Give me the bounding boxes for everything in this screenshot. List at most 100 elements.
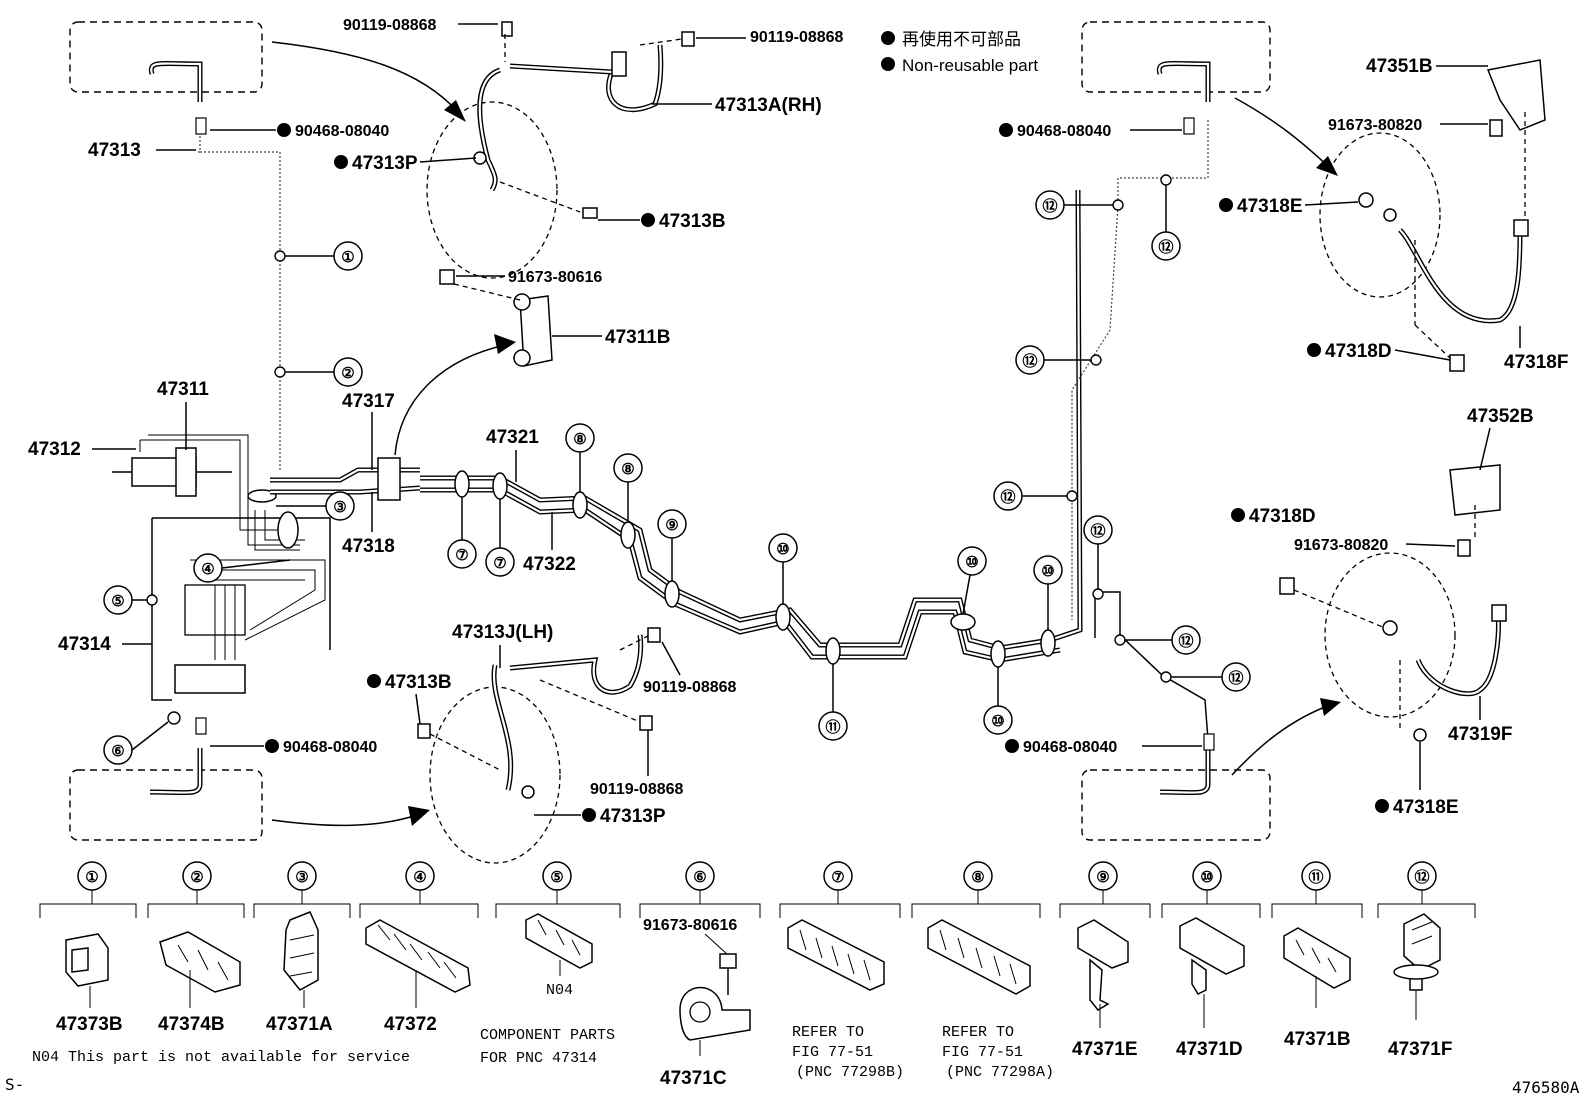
catalog-5-code: N04	[546, 982, 573, 999]
catalog-6-part: 47371C	[660, 1068, 727, 1089]
legend-dot-jp	[881, 31, 895, 45]
flow-arrows	[271, 41, 1341, 827]
label-47313j: 47313J(LH)	[452, 622, 553, 643]
wheel-box-front-left	[69, 21, 263, 102]
label-47314: 47314	[58, 634, 111, 655]
label-90468-c: 90468-08040	[1017, 123, 1111, 140]
catalog-8-number: ⑧	[971, 869, 984, 886]
label-47318e-b: 47318E	[1393, 797, 1459, 818]
clamp-12a-callout: ⑫	[1042, 197, 1057, 215]
catalog-8-ref-3: (PNC 77298A)	[946, 1064, 1054, 1081]
catalog-3-part: 47371A	[266, 1014, 333, 1035]
legend-en: Non-reusable part	[902, 56, 1038, 75]
catalog-6-number: ⑥	[693, 869, 706, 886]
clamp-10a-callout: ⑩	[776, 541, 789, 558]
label-47313: 47313	[88, 140, 141, 161]
catalog-7-ref-2: FIG 77-51	[792, 1044, 873, 1061]
clamp-7b-callout: ⑦	[493, 555, 506, 572]
catalog-5: ⑤ N04 COMPONENT PARTS FOR PNC 47314	[480, 861, 615, 1067]
clamp-10c-callout: ⑩	[991, 713, 1004, 730]
catalog-4: ④ 47372	[365, 861, 471, 1035]
catalog-9: ⑨ 47371E	[1072, 861, 1138, 1060]
footnote: N04 This part is not available for servi…	[32, 1049, 410, 1066]
left-brake-line	[151, 117, 331, 735]
label-91673-80820-a: 91673-80820	[1328, 117, 1422, 134]
clamp-callouts: ① ② ③ ④ ⑤ ⑥ ⑦ ⑦ ⑧ ⑧	[103, 174, 1251, 765]
rear-hose-lh	[417, 627, 661, 799]
clamp-3-callout: ③	[333, 499, 346, 516]
clamp-7a-callout: ⑦	[455, 547, 468, 564]
clamp-8b-callout: ⑧	[621, 461, 634, 478]
clamp-6-callout: ⑥	[111, 743, 124, 760]
label-47313p-a: 47313P	[352, 153, 418, 174]
clamp-4-callout: ④	[201, 561, 214, 578]
catalog-10-number: ⑩	[1200, 869, 1213, 886]
label-90119-b: 90119-08868	[750, 29, 844, 46]
catalog-11-number: ⑪	[1308, 868, 1323, 886]
label-90119-a: 90119-08868	[343, 17, 437, 34]
legend-dot-en	[881, 57, 895, 71]
label-90468-a: 90468-08040	[295, 123, 389, 140]
catalog-7: ⑦ REFER TO FIG 77-51 (PNC 77298B)	[787, 861, 904, 1081]
corner-left-label: S-	[5, 1075, 24, 1094]
clamp-8a-callout: ⑧	[573, 431, 586, 448]
label-47352b: 47352B	[1467, 406, 1534, 427]
hose-47319f	[1279, 464, 1507, 742]
clamp-1-callout: ①	[341, 249, 354, 266]
catalog-10: ⑩ 47371D	[1176, 861, 1245, 1060]
catalog-3-number: ③	[295, 869, 308, 886]
label-47318d-a: 47318D	[1325, 341, 1392, 362]
catalog-5-note-1: COMPONENT PARTS	[480, 1027, 615, 1044]
label-47313b-b: 47313B	[385, 672, 452, 693]
catalog-7-ref-1: REFER TO	[792, 1024, 864, 1041]
wheel-box-rear-right	[1081, 748, 1271, 841]
catalog-12-part: 47371F	[1388, 1039, 1452, 1060]
catalog-8-ref-1: REFER TO	[942, 1024, 1014, 1041]
catalog-12-number: ⑫	[1414, 868, 1429, 886]
catalog-4-number: ④	[413, 869, 426, 886]
label-47351b: 47351B	[1366, 56, 1433, 77]
hose-47318f	[1358, 59, 1546, 372]
label-90119-c: 90119-08868	[643, 679, 737, 696]
catalog-6: ⑥ 91673-80616 47371C	[643, 861, 751, 1089]
label-47313b-a: 47313B	[659, 211, 726, 232]
clamp-10b-callout: ⑩	[965, 554, 978, 571]
clamp-catalog: ① 47373B ② 47374B ③ 47371A ④	[39, 861, 1476, 1089]
label-91673-80820-b: 91673-80820	[1294, 537, 1388, 554]
clamp-9-callout: ⑨	[665, 517, 678, 534]
catalog-5-number: ⑤	[550, 869, 563, 886]
catalog-1: ① 47373B	[56, 861, 123, 1035]
right-brake-line	[1071, 117, 1215, 751]
catalog-2-number: ②	[190, 869, 203, 886]
catalog-8: ⑧ REFER TO FIG 77-51 (PNC 77298A)	[927, 861, 1054, 1081]
bracket-47311b	[439, 269, 553, 367]
catalog-1-number: ①	[85, 869, 98, 886]
label-47313a: 47313A(RH)	[715, 95, 822, 116]
catalog-9-part: 47371E	[1072, 1039, 1138, 1060]
figure-id: 476580A	[1512, 1078, 1580, 1097]
catalog-6-bolt: 91673-80616	[643, 917, 737, 934]
legend: 再使用不可部品 Non-reusable part	[881, 29, 1038, 75]
label-47312: 47312	[28, 439, 81, 460]
catalog-9-number: ⑨	[1096, 869, 1109, 886]
catalog-12: ⑫ 47371F	[1388, 861, 1452, 1060]
label-47311: 47311	[157, 379, 209, 400]
clamp-2-callout: ②	[341, 365, 354, 382]
label-47318f: 47318F	[1504, 352, 1568, 373]
catalog-10-part: 47371D	[1176, 1039, 1243, 1060]
clamp-11-callout: ⑪	[825, 718, 840, 736]
clamp-12e-callout: ⑫	[1090, 522, 1105, 540]
label-47319f: 47319F	[1448, 724, 1512, 745]
catalog-2: ② 47374B	[158, 861, 241, 1035]
center-brake-pipe	[270, 189, 1083, 668]
wheel-box-front-right	[1081, 21, 1271, 102]
label-90468-b: 90468-08040	[283, 739, 377, 756]
label-47322: 47322	[523, 554, 576, 575]
catalog-2-part: 47374B	[158, 1014, 225, 1035]
wheel-box-rear-left	[69, 748, 263, 841]
label-47318e-a: 47318E	[1237, 196, 1303, 217]
label-90119-d: 90119-08868	[590, 781, 684, 798]
label-47318d-b: 47318D	[1249, 506, 1316, 527]
clamp-10d-callout: ⑩	[1041, 563, 1054, 580]
clamp-12b-callout: ⑫	[1158, 238, 1173, 256]
